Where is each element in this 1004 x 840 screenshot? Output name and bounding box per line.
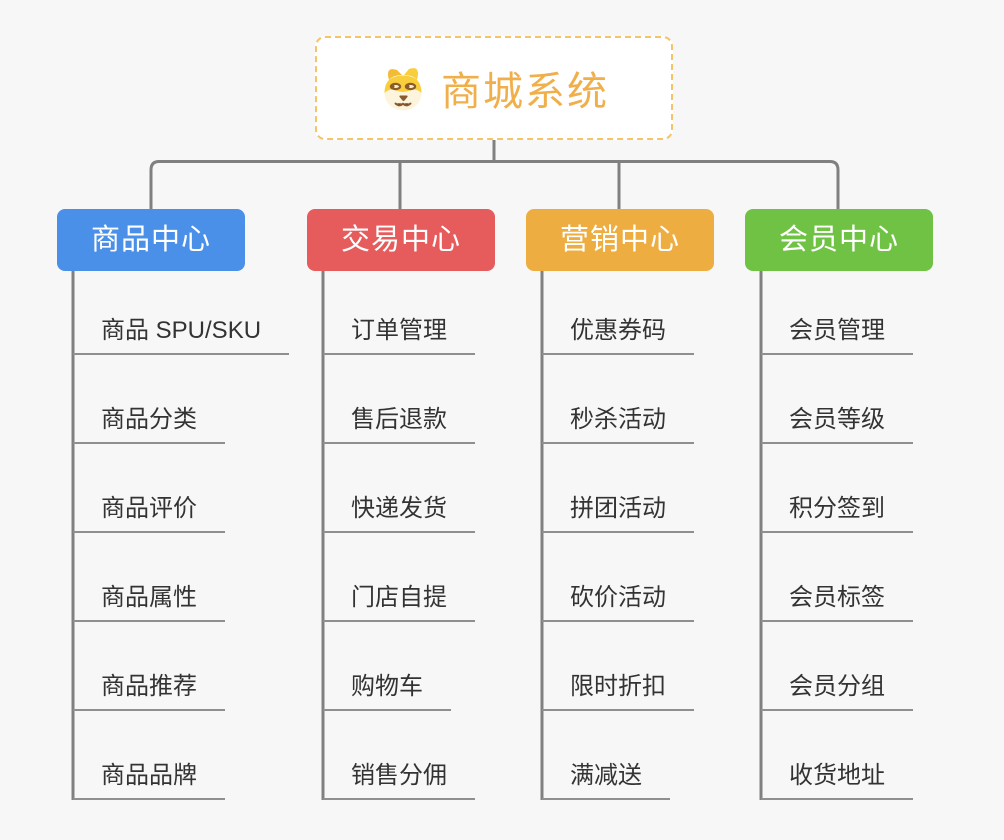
mindmap-item[interactable]: 快递发货 — [323, 497, 475, 533]
mindmap-item[interactable]: 会员分组 — [761, 675, 913, 711]
mindmap-item[interactable]: 销售分佣 — [323, 764, 475, 800]
dog-face-icon — [379, 62, 427, 114]
branch-member-center: 会员中心 会员管理 会员等级 积分签到 会员标签 会员分组 收货地址 — [745, 0, 995, 840]
branch-header-member[interactable]: 会员中心 — [745, 209, 933, 271]
mindmap-item[interactable]: 会员等级 — [761, 408, 913, 444]
branch-header-trade[interactable]: 交易中心 — [307, 209, 495, 271]
branch-product-center: 商品中心 商品 SPU/SKU 商品分类 商品评价 商品属性 商品推荐 商品品牌 — [57, 0, 307, 840]
root-node[interactable]: 商城系统 — [315, 36, 673, 140]
mindmap-item[interactable]: 商品 SPU/SKU — [73, 319, 290, 355]
mindmap-item[interactable]: 售后退款 — [323, 408, 475, 444]
branch-trade-center: 交易中心 订单管理 售后退款 快递发货 门店自提 购物车 销售分佣 — [307, 0, 557, 840]
branch-spine-line — [149, 160, 840, 210]
mindmap-item[interactable]: 门店自提 — [323, 586, 475, 622]
mindmap-item[interactable]: 拼团活动 — [542, 497, 694, 533]
mindmap-item[interactable]: 积分签到 — [761, 497, 913, 533]
mindmap-item[interactable]: 商品评价 — [73, 497, 225, 533]
mindmap-item[interactable]: 会员标签 — [761, 586, 913, 622]
branch-header-marketing[interactable]: 营销中心 — [526, 209, 714, 271]
mindmap-item[interactable]: 商品品牌 — [73, 764, 225, 800]
mindmap-item[interactable]: 限时折扣 — [542, 675, 694, 711]
mindmap-item[interactable]: 满减送 — [542, 764, 670, 800]
mindmap-item[interactable]: 订单管理 — [323, 319, 475, 355]
branch-header-product[interactable]: 商品中心 — [57, 209, 245, 271]
mindmap-item[interactable]: 秒杀活动 — [542, 408, 694, 444]
mindmap-item[interactable]: 商品属性 — [73, 586, 225, 622]
mindmap-item[interactable]: 商品推荐 — [73, 675, 225, 711]
root-title: 商城系统 — [441, 70, 609, 114]
mindmap-item[interactable]: 购物车 — [323, 675, 451, 711]
branch-marketing-center: 营销中心 优惠券码 秒杀活动 拼团活动 砍价活动 限时折扣 满减送 — [526, 0, 776, 840]
mindmap-item[interactable]: 会员管理 — [761, 319, 913, 355]
mindmap-item[interactable]: 优惠券码 — [542, 319, 694, 355]
mindmap-item[interactable]: 收货地址 — [761, 764, 913, 800]
mindmap-item[interactable]: 商品分类 — [73, 408, 225, 444]
mindmap-item[interactable]: 砍价活动 — [542, 586, 694, 622]
